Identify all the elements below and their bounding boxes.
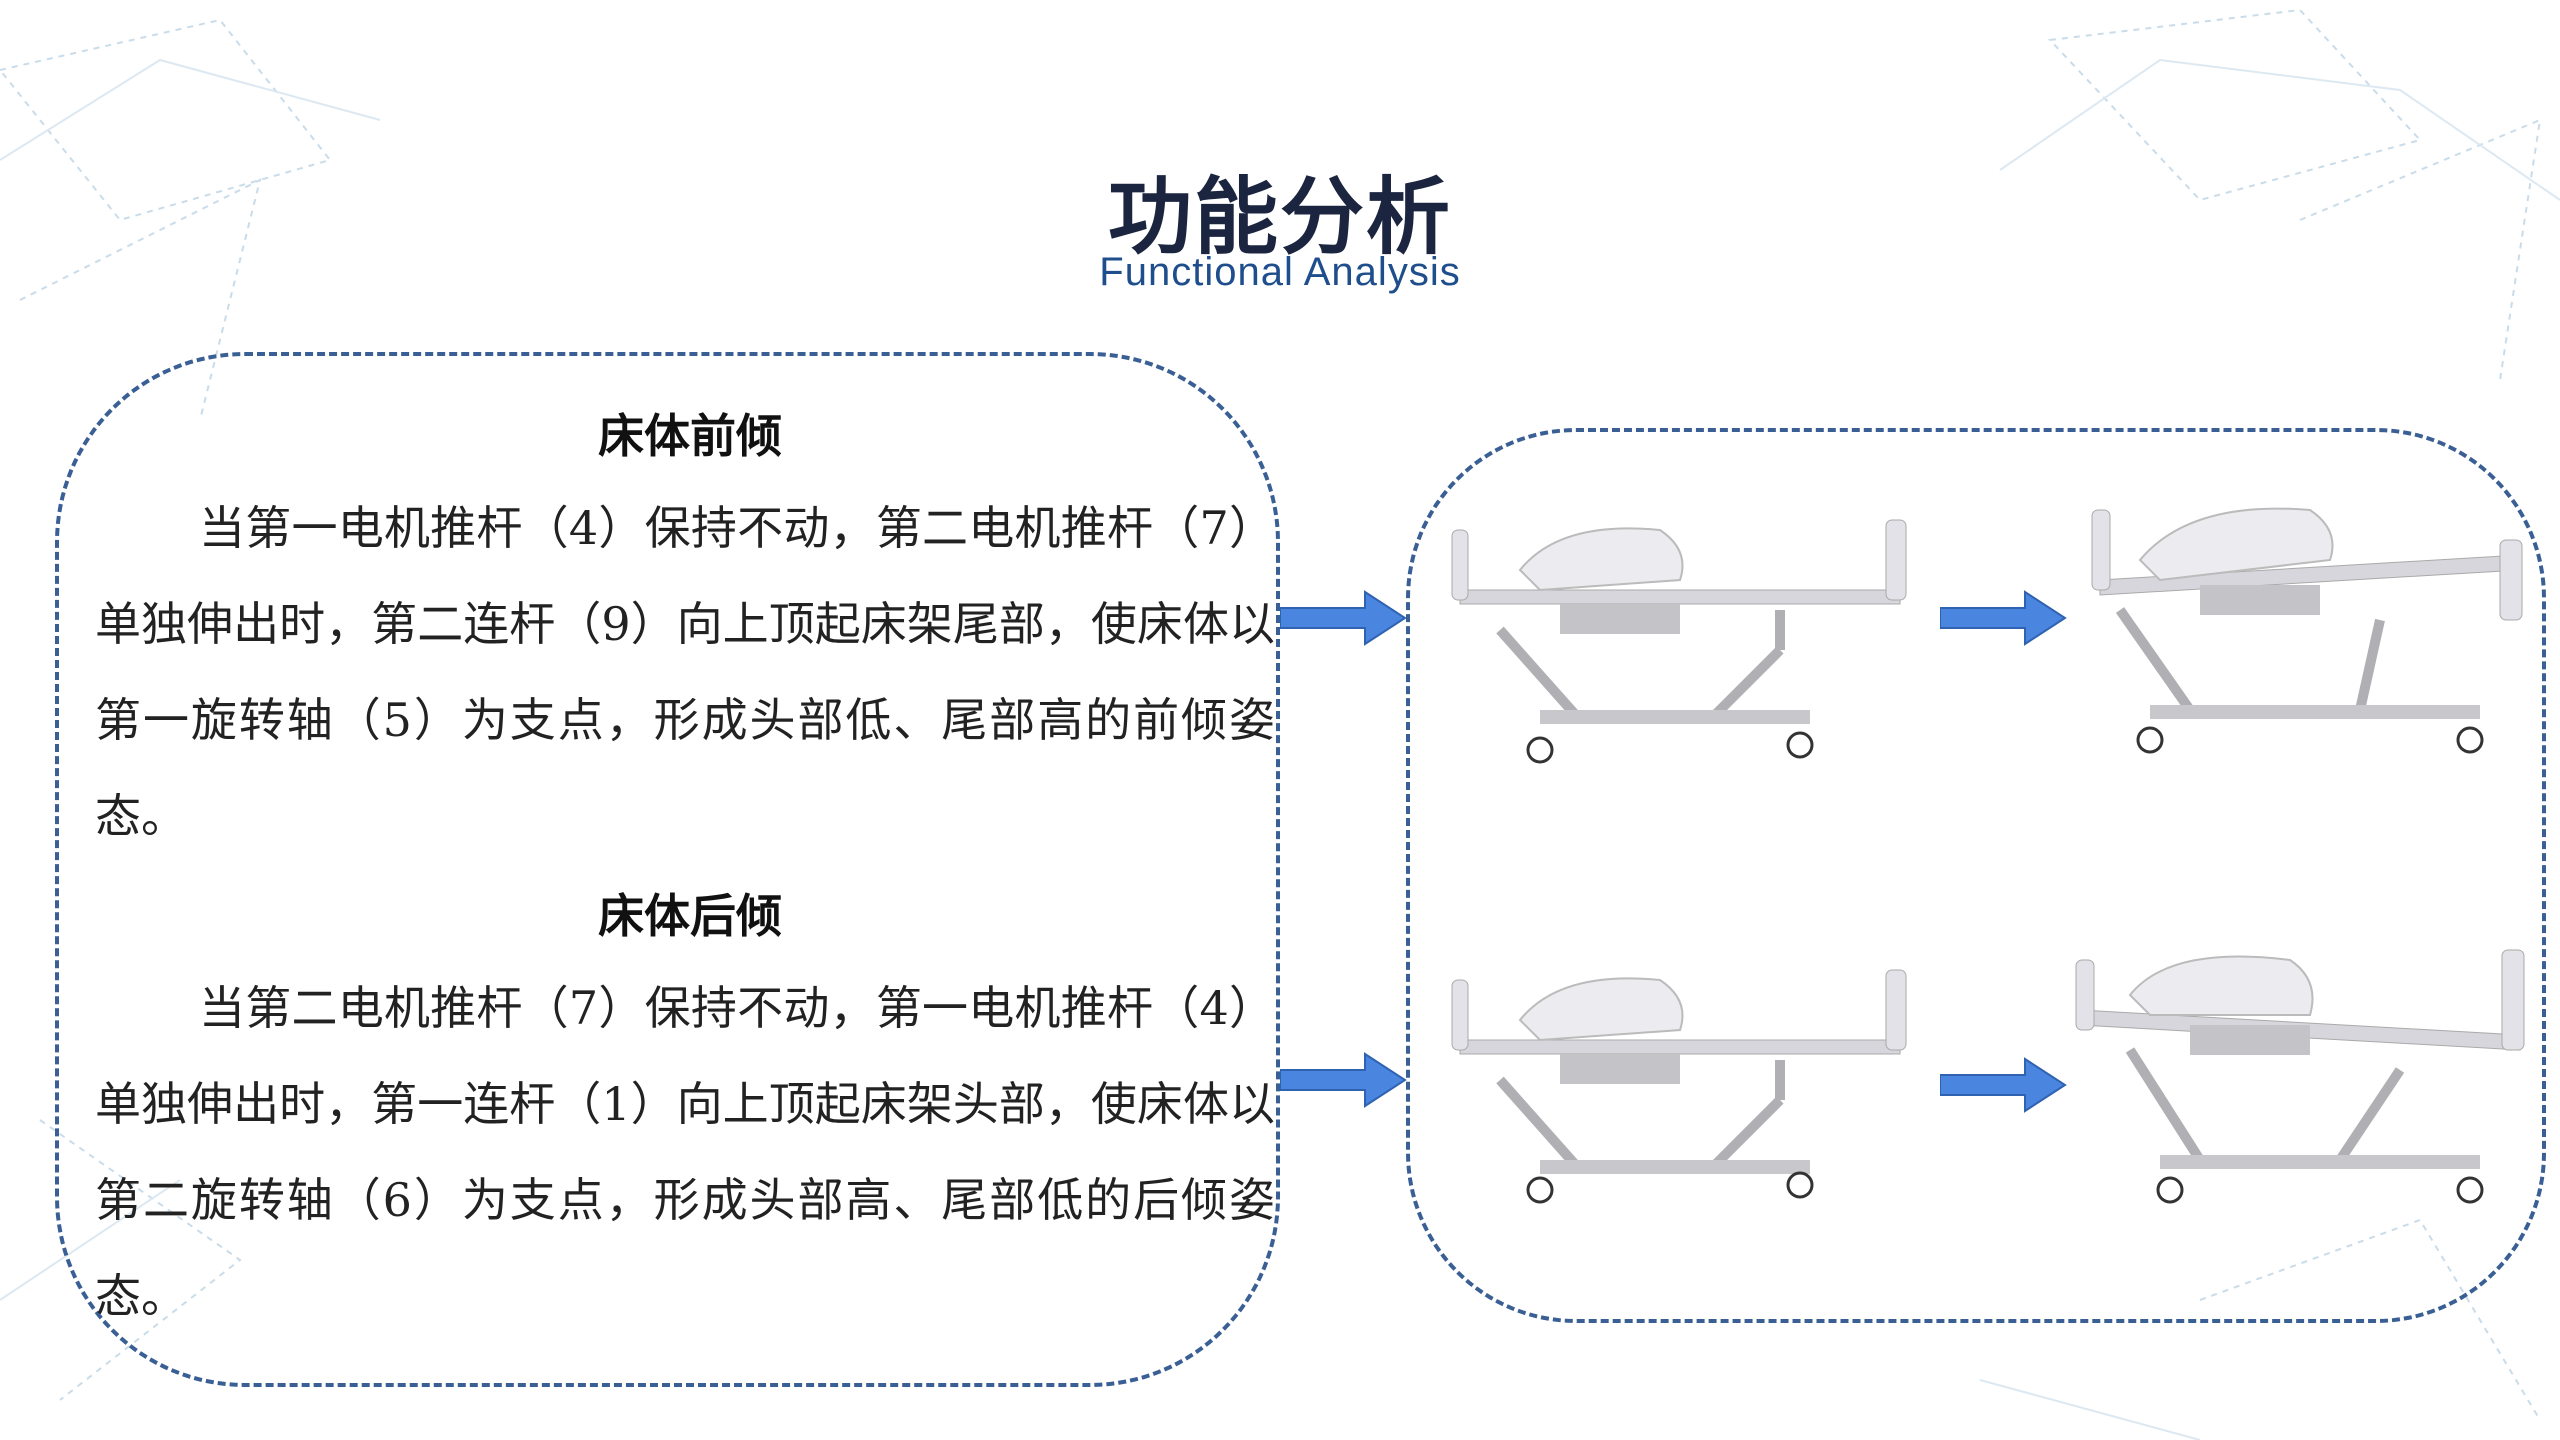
page-title: 功能分析 [1107, 168, 1452, 266]
bed-level-image-1 [1451, 519, 1907, 764]
page-subtitle: Functional Analysis [1099, 250, 1461, 294]
section-heading-backward-tilt: 床体后倾 [598, 889, 782, 943]
image-panel-border [1406, 428, 2546, 1323]
section-text-forward-tilt: 当第一电机推杆（4）保持不动，第二电机推杆（7）单独伸出时，第二连杆（9）向上顶… [95, 501, 1275, 843]
bed-level-image-2 [1451, 969, 1907, 1204]
arrow-right-icon [1280, 1052, 1407, 1108]
bed-backward-tilt-image [2075, 949, 2525, 1204]
bed-forward-tilt-image [2091, 507, 2523, 754]
arrow-right-icon [1940, 1057, 2067, 1113]
arrow-right-icon [1280, 590, 1407, 646]
section-heading-forward-tilt: 床体前倾 [598, 409, 782, 463]
text-panel-border [55, 352, 1280, 1387]
arrow-right-icon [1940, 590, 2067, 646]
section-text-backward-tilt: 当第二电机推杆（7）保持不动，第一电机推杆（4）单独伸出时，第一连杆（1）向上顶… [95, 981, 1275, 1323]
